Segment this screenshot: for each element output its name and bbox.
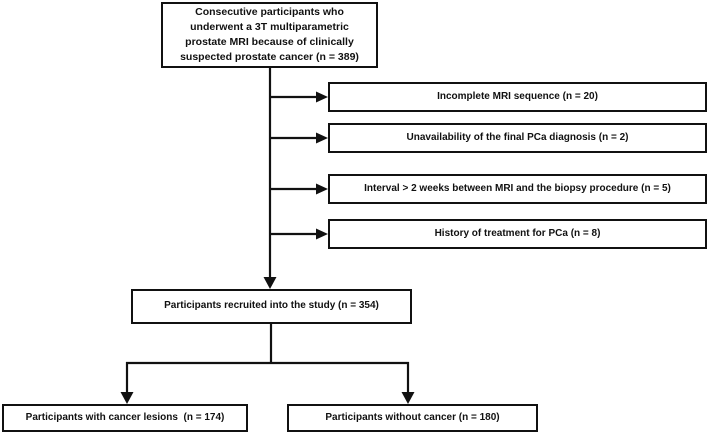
arrowhead-exclusion-1 — [316, 91, 328, 103]
arrowhead-without-cancer — [401, 392, 415, 404]
arrowhead-exclusion-2 — [316, 132, 328, 144]
box-exclusion-interval-too-long-label: Interval > 2 weeks between MRI and the b… — [364, 182, 671, 194]
box-participants-with-cancer-label: Participants with cancer lesions (n = 17… — [25, 411, 225, 423]
box-recruited-participants: Participants recruited into the study (n… — [131, 289, 412, 324]
box-participants-without-cancer-label: Participants without cancer (n = 180) — [325, 411, 500, 423]
arrowhead-recruited — [263, 277, 277, 289]
box-eligible-participants: Consecutive participants who underwent a… — [161, 2, 378, 68]
box-exclusion-unavailable-diagnosis-label: Unavailability of the final PCa diagnosi… — [406, 131, 629, 143]
box-participants-with-cancer: Participants with cancer lesions (n = 17… — [2, 404, 248, 432]
box-participants-without-cancer: Participants without cancer (n = 180) — [287, 404, 538, 432]
arrowhead-exclusion-3 — [316, 183, 328, 195]
box-exclusion-prior-treatment-label: History of treatment for PCa (n = 8) — [434, 227, 601, 239]
arrowhead-exclusion-4 — [316, 228, 328, 240]
box-exclusion-prior-treatment: History of treatment for PCa (n = 8) — [328, 219, 707, 249]
arrowhead-with-cancer — [120, 392, 134, 404]
box-exclusion-interval-too-long: Interval > 2 weeks between MRI and the b… — [328, 174, 707, 204]
box-exclusion-incomplete-mri: Incomplete MRI sequence (n = 20) — [328, 82, 707, 112]
box-exclusion-unavailable-diagnosis: Unavailability of the final PCa diagnosi… — [328, 123, 707, 153]
box-eligible-participants-label: Consecutive participants who underwent a… — [180, 6, 359, 63]
box-recruited-participants-label: Participants recruited into the study (n… — [164, 300, 379, 312]
box-exclusion-incomplete-mri-label: Incomplete MRI sequence (n = 20) — [437, 90, 598, 102]
